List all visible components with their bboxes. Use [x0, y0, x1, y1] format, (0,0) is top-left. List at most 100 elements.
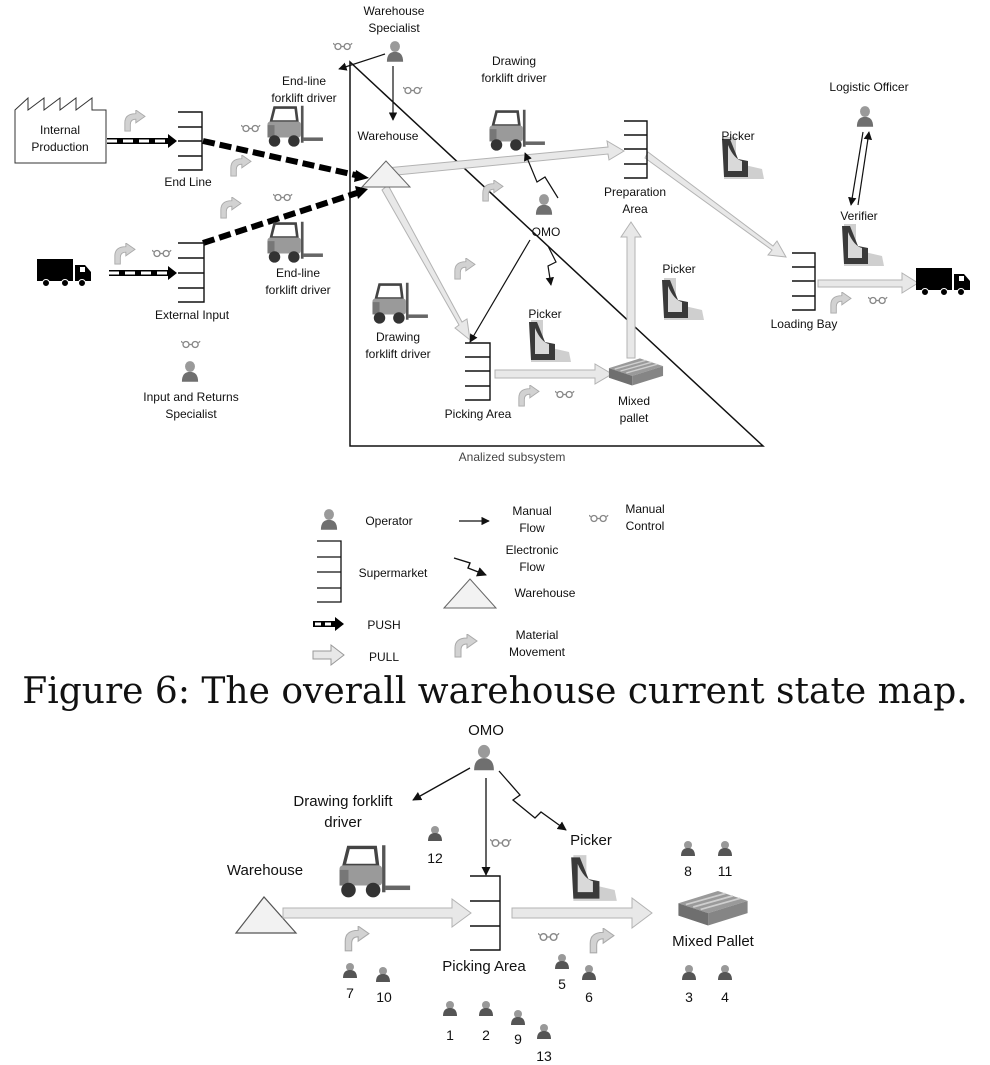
legend-pull-label: PULL [368, 650, 400, 664]
sub-number-label: 9 [514, 1031, 522, 1047]
picker-icon [842, 224, 884, 266]
sub-label-omo: OMO [468, 722, 504, 739]
warehouse-specialist-operator-icon [386, 41, 404, 62]
label-loading-bay: Loading Bay [770, 317, 838, 331]
pull-arrow-warehouse-to-picking [381, 184, 471, 342]
manual-control-icon [333, 42, 353, 51]
legend-supermarket-icon [317, 540, 342, 603]
legend-warehouse-label: Warehouse [514, 586, 576, 600]
omo-operator-icon [535, 194, 553, 215]
input-returns-operator-icon [181, 361, 199, 382]
label-picker-mid: Picker [662, 262, 696, 276]
sub-number-label: 3 [685, 989, 693, 1005]
supermarket-picking [465, 342, 491, 401]
figure-caption: Figure 6: The overall warehouse current … [22, 671, 968, 712]
manual-control-icon [273, 193, 293, 202]
sub-warehouse-triangle [234, 896, 298, 934]
label-omo: OMO [531, 225, 561, 239]
manual-control-icon [868, 296, 888, 305]
material-movement-icon [230, 155, 252, 177]
label-picking-area: Picking Area [444, 407, 512, 421]
material-movement-icon [114, 243, 136, 265]
sub-number-label: 6 [585, 989, 593, 1005]
pull-arrow-preparation-to-loading [644, 151, 787, 258]
material-movement-icon [454, 258, 476, 280]
sub-supermarket-icon [470, 875, 501, 951]
sub-number-label: 8 [684, 863, 692, 879]
legend-pull-icon [312, 643, 345, 667]
logistic-officer-operator-icon [856, 106, 874, 127]
forklift-icon [488, 108, 546, 152]
sub-label-warehouse: Warehouse [226, 862, 304, 879]
legend-material-movement-icon [454, 634, 478, 658]
supermarkets [178, 111, 816, 401]
sub-manual-control-icon [538, 932, 560, 942]
label-external-input: External Input [154, 308, 230, 322]
legend-operator-icon [320, 509, 338, 530]
supermarket-external-input [178, 242, 205, 303]
manual-control-icon [241, 124, 261, 133]
sub-number-label: 1 [446, 1027, 454, 1043]
legend-operator-label: Operator [365, 514, 413, 528]
pull-arrow-warehouse-to-preparation [385, 140, 625, 177]
label-end-line: End Line [164, 175, 212, 189]
picker-icon [529, 320, 571, 362]
manual-control-icon [152, 249, 172, 258]
truck-inbound-icon [37, 258, 91, 287]
label-analyzed-subsystem: Analized subsystem [458, 450, 566, 464]
sub-label-picking-area: Picking Area [442, 958, 526, 975]
sub-material-movement-icon [344, 926, 370, 952]
push-arrows [107, 134, 369, 280]
sub-number-label: 13 [536, 1048, 552, 1064]
sub-pull-arrow-2 [511, 897, 653, 929]
sub-picker-icon [571, 855, 617, 901]
legend-electronic-flow-icon [453, 557, 487, 577]
forklift-icon [266, 104, 324, 148]
supermarket-loading-bay [792, 252, 816, 311]
manual-control-icon [555, 390, 575, 399]
truck-outbound-icon [916, 267, 970, 296]
sub-number-label: 7 [346, 985, 354, 1001]
forklift-icon [266, 220, 324, 264]
material-movement-icon [830, 292, 852, 314]
sub-material-movement-icon [589, 928, 615, 954]
warehouse-triangle [360, 160, 412, 188]
sub-label-mixed-pallet: Mixed Pallet [672, 933, 754, 950]
pallet-icon [608, 357, 664, 387]
label-verifier: Verifier [840, 209, 878, 223]
manual-control-icon [403, 86, 423, 95]
factory-icon [14, 96, 107, 164]
material-movement-icon [518, 385, 540, 407]
sub-manual-control-icon [490, 838, 512, 848]
sub-forklift-icon [337, 843, 412, 899]
legend-symbols [312, 509, 609, 667]
sub-number-label: 10 [376, 989, 392, 1005]
supermarket-end-line [178, 111, 203, 171]
sub-omo-operator-icon [474, 744, 494, 771]
legend-manual-control-icon [589, 514, 609, 523]
pull-arrow-pallet-to-preparation [620, 221, 642, 359]
legend-push-label: PUSH [367, 618, 401, 632]
sub-number-label: 5 [558, 976, 566, 992]
legend-warehouse-icon [442, 578, 498, 609]
label-picker-low: Picker [528, 307, 562, 321]
label-warehouse: Warehouse [357, 129, 419, 143]
sub-label-picker: Picker [570, 832, 612, 849]
forklift-icon [371, 281, 429, 325]
sub-pallet-icon [677, 890, 749, 927]
pull-arrow-loading-to-truck [817, 272, 919, 294]
sub-number-label: 4 [721, 989, 729, 1005]
